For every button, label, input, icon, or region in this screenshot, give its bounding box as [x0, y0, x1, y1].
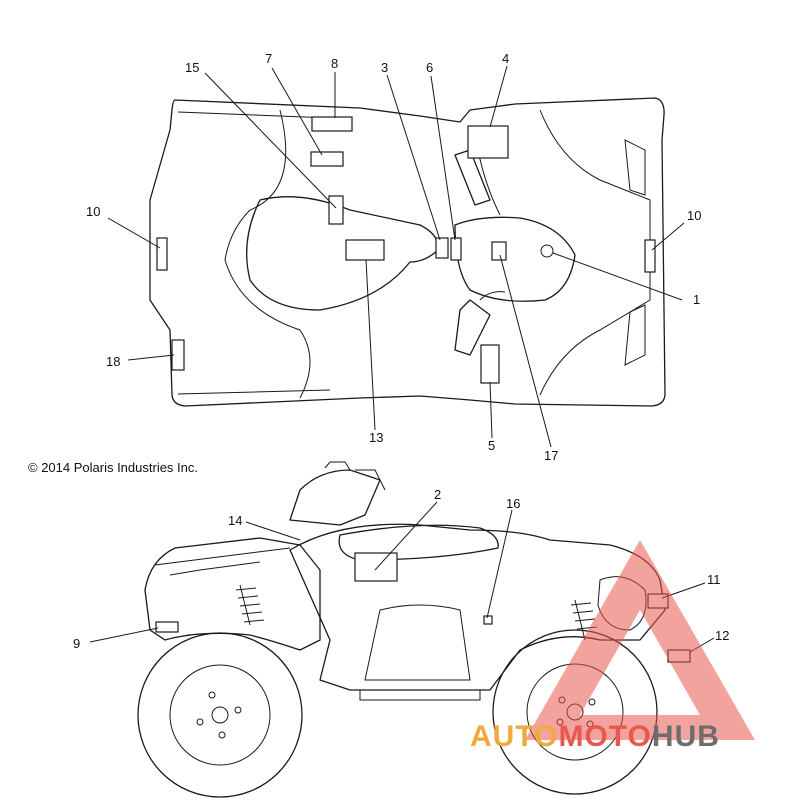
callout-5: 5 [488, 438, 495, 453]
callout-12: 12 [715, 628, 729, 643]
handlebar [324, 461, 386, 491]
leader-14 [245, 521, 301, 541]
headlight-pods [624, 139, 646, 366]
rear-fender [144, 537, 321, 651]
decal-7 [310, 151, 344, 167]
leader-9 [89, 627, 159, 643]
callout-1: 1 [693, 292, 700, 307]
decal-15 [328, 195, 344, 225]
callout-15: 15 [185, 60, 199, 75]
rear-shock [235, 584, 265, 626]
callout-18: 18 [106, 354, 120, 369]
decal-13 [345, 239, 385, 261]
front-fender-curve [539, 109, 651, 396]
callout-4: 4 [502, 51, 509, 66]
callout-7: 7 [265, 51, 272, 66]
leader-6 [430, 75, 456, 241]
decal-2 [354, 552, 398, 582]
decal-4 [467, 125, 509, 159]
decal-5 [480, 344, 500, 384]
callout-10-right: 10 [687, 208, 701, 223]
leader-5 [489, 381, 493, 439]
decal-8 [311, 116, 353, 132]
watermark-text: AUTOMOTOHUB [470, 720, 720, 754]
callout-6: 6 [426, 60, 433, 75]
callout-16: 16 [506, 496, 520, 511]
watermark-logo-icon [525, 540, 755, 740]
bar-lines [477, 149, 506, 301]
handlebar-pod [289, 469, 381, 526]
decal-6 [450, 237, 462, 261]
left-fender-curve [224, 109, 311, 399]
leader-1 [552, 252, 683, 301]
body [289, 523, 666, 691]
leader-4 [489, 65, 508, 128]
decal-10-left [156, 237, 168, 271]
rear-wheel [137, 632, 303, 798]
callout-13: 13 [369, 430, 383, 445]
leader-16 [486, 509, 513, 619]
decal-3 [435, 237, 449, 259]
callout-11: 11 [707, 572, 721, 587]
side-seat [338, 524, 499, 561]
left-grip [454, 149, 491, 206]
right-grip [454, 299, 491, 356]
footwell [359, 604, 481, 701]
top-outline [149, 97, 666, 407]
callout-9: 9 [73, 636, 80, 651]
decal-10-right [644, 239, 656, 273]
front-shock [570, 599, 598, 641]
leader-18 [127, 354, 175, 361]
leader-7 [271, 67, 323, 156]
leader-3 [386, 74, 441, 241]
rear-rack [154, 547, 291, 576]
copyright-notice: © 2014 Polaris Industries Inc. [28, 460, 198, 475]
watermark-auto: AUTO [470, 720, 559, 753]
callout-10-left: 10 [86, 204, 100, 219]
callout-17: 17 [544, 448, 558, 463]
callout-numbers: 1 2 3 4 5 6 7 8 9 10 10 11 12 13 14 15 1… [73, 51, 729, 651]
callout-3: 3 [381, 60, 388, 75]
decal-17 [491, 241, 507, 261]
leader-17 [499, 254, 552, 448]
callout-2: 2 [434, 487, 441, 502]
leader-10-left [107, 217, 161, 249]
atv-top-view [107, 65, 685, 448]
top-cap [540, 244, 554, 258]
seat [246, 196, 439, 311]
decal-16 [483, 615, 493, 625]
callout-14: 14 [228, 513, 242, 528]
leader-15 [204, 72, 337, 209]
watermark-hub: HUB [651, 720, 720, 753]
watermark-moto: MOTO [558, 720, 652, 753]
callout-8: 8 [331, 56, 338, 71]
leader-13 [365, 259, 376, 431]
leader-10-right [651, 222, 685, 251]
console [454, 216, 576, 302]
decal-9 [155, 621, 179, 633]
leader-2 [374, 501, 438, 571]
rear-rack-lines [177, 111, 331, 395]
